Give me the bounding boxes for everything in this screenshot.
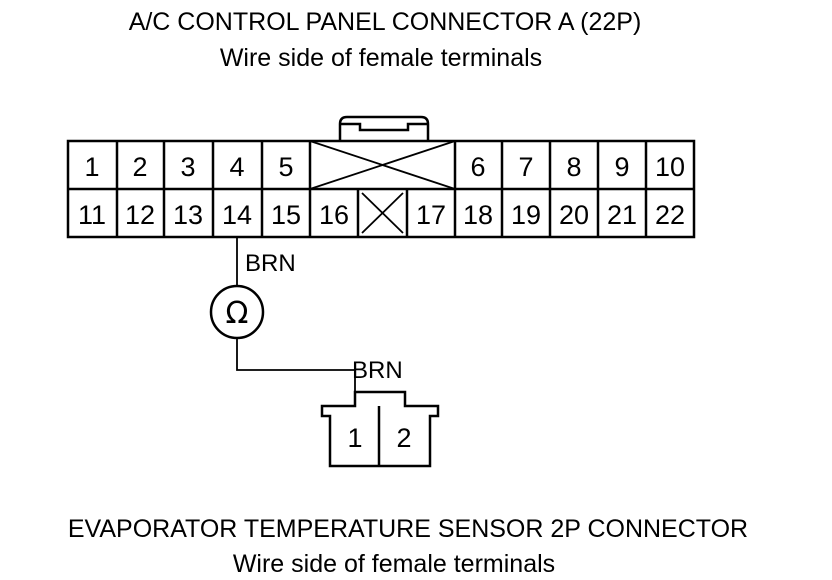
ohm-symbol: Ω: [226, 296, 249, 331]
pin-7: 7: [518, 152, 533, 182]
connector-b-outline: [320, 390, 440, 468]
pin-6: 6: [470, 152, 485, 182]
pin-9: 9: [614, 152, 629, 182]
pin-18: 18: [463, 200, 493, 230]
pin-12: 12: [125, 200, 155, 230]
pin-5: 5: [278, 152, 293, 182]
connector-a-subtitle: Wire side of female terminals: [220, 44, 542, 72]
pin-22: 22: [655, 200, 685, 230]
pin-21: 21: [607, 200, 637, 230]
connector-a-blank-cavity-large: [309, 140, 456, 190]
connector-b-2p: 1 2: [320, 390, 440, 468]
connector-a-title: A/C CONTROL PANEL CONNECTOR A (22P): [129, 8, 642, 36]
ohmmeter-icon: Ω: [209, 284, 265, 340]
connector-b-subtitle: Wire side of female terminals: [233, 550, 555, 578]
connector-b-title: EVAPORATOR TEMPERATURE SENSOR 2P CONNECT…: [68, 515, 748, 543]
connector-a-latch: [338, 115, 430, 141]
connector-a-blank-cavity-small: [361, 192, 404, 234]
wire-color-label-a: BRN: [245, 250, 296, 277]
wire-meter-to-sensor: [236, 338, 356, 392]
connector-a-grid: [115, 141, 648, 237]
pin-19: 19: [511, 200, 541, 230]
pin-14: 14: [222, 200, 252, 230]
pin-15: 15: [271, 200, 301, 230]
sensor-pin-1: 1: [347, 423, 362, 453]
wire-color-label-b: BRN: [352, 357, 403, 384]
pin-17: 17: [416, 200, 446, 230]
pin-8: 8: [566, 152, 581, 182]
pin-11: 11: [78, 200, 106, 230]
sensor-pin-2: 2: [396, 423, 411, 453]
pin-20: 20: [559, 200, 589, 230]
pin-2: 2: [132, 152, 147, 182]
pin-4: 4: [229, 152, 244, 182]
pin-13: 13: [173, 200, 203, 230]
pin-3: 3: [180, 152, 195, 182]
pin-16: 16: [319, 200, 349, 230]
pin-1: 1: [84, 152, 99, 182]
connector-a-22p: 1 2 3 4 5 6 7 8 9 10 11 12 13 14 15 16 1…: [66, 115, 696, 239]
pin-10: 10: [655, 152, 685, 182]
